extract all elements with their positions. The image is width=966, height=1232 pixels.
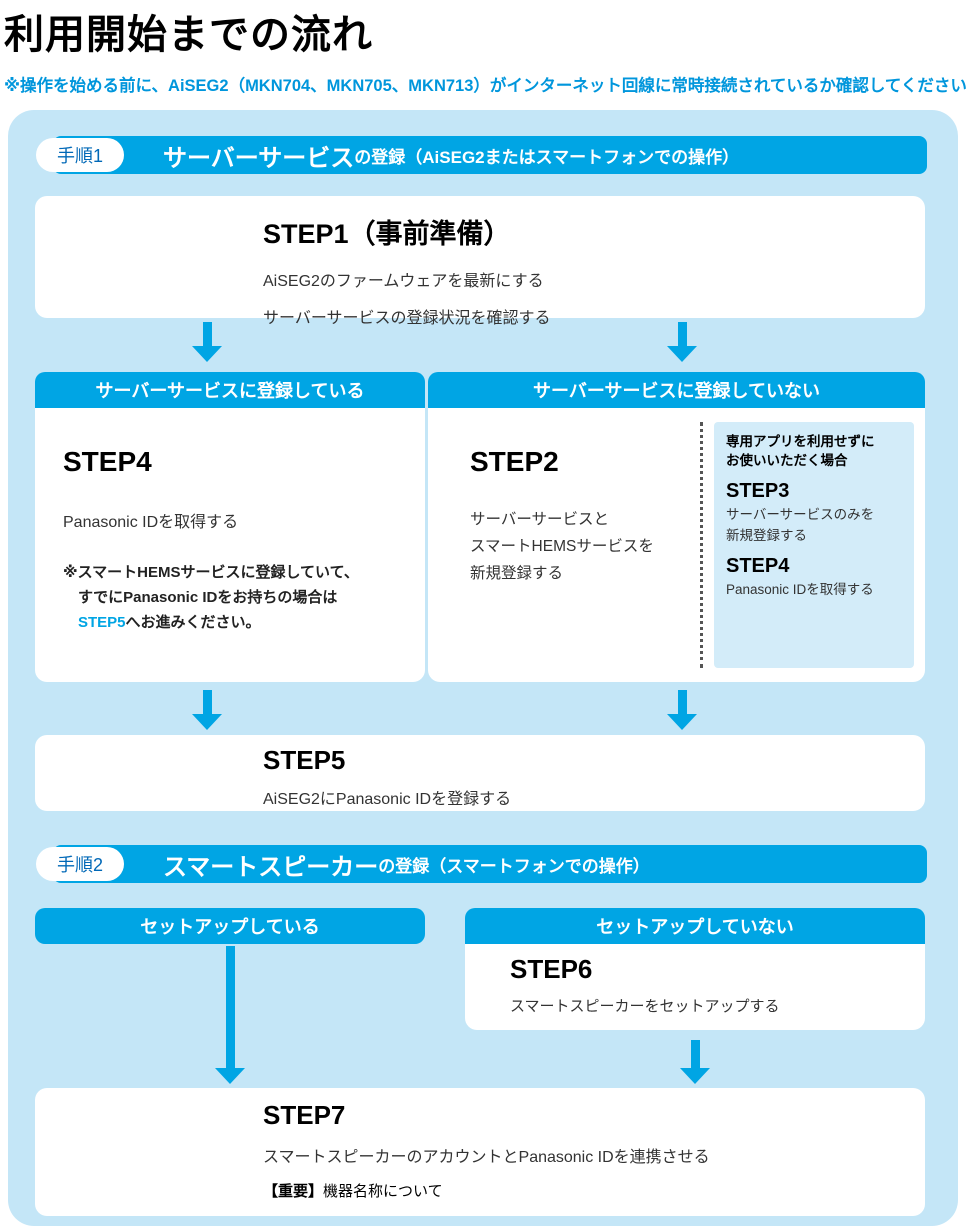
step1-box: STEP1（事前準備） AiSEG2のファームウェアを最新にする サーバーサービ… bbox=[35, 196, 925, 327]
step5-box: STEP5 AiSEG2にPanasonic IDを登録する bbox=[35, 735, 925, 811]
registered-note: ※スマートHEMSサービスに登録していて、 すでにPanasonic IDをお持… bbox=[63, 560, 359, 635]
arrow-stem bbox=[677, 690, 687, 714]
step2-title: STEP2 bbox=[470, 446, 559, 477]
down-arrow bbox=[680, 1040, 710, 1084]
step6-box: STEP6 スマートスピーカーをセットアップする bbox=[465, 944, 925, 1030]
step5-link[interactable]: STEP5 bbox=[78, 614, 126, 631]
arrow-head bbox=[667, 714, 697, 730]
step5-title: STEP5 bbox=[263, 745, 346, 775]
arrow-stem bbox=[202, 322, 212, 346]
step7-box: STEP7 スマートスピーカーのアカウントとPanasonic IDを連携させる… bbox=[35, 1088, 925, 1216]
arrow-head bbox=[667, 346, 697, 362]
step4-title: STEP4 bbox=[63, 446, 152, 477]
setup-done-header: セットアップしている bbox=[35, 908, 425, 944]
arrow-head bbox=[680, 1068, 710, 1084]
step6-desc: スマートスピーカーをセットアップする bbox=[510, 998, 780, 1015]
down-arrow bbox=[192, 322, 222, 362]
arrow-head bbox=[192, 346, 222, 362]
not-registered-box: STEP2 サーバーサービスと スマートHEMSサービスを 新規登録する 専用ア… bbox=[428, 408, 925, 682]
important-text: 機器名称について bbox=[323, 1183, 443, 1200]
procedure1-title-suffix: の登録（AiSEG2またはスマートフォンでの操作） bbox=[354, 147, 740, 167]
arrow-head bbox=[192, 714, 222, 730]
arrow-stem bbox=[225, 946, 235, 1068]
step4-desc: Panasonic IDを取得する bbox=[63, 514, 239, 531]
step6-title: STEP6 bbox=[510, 954, 593, 984]
step1-line: サーバーサービスの登録状況を確認する bbox=[263, 310, 551, 327]
arrow-head bbox=[215, 1068, 245, 1084]
step7-desc: スマートスピーカーのアカウントとPanasonic IDを連携させる bbox=[263, 1149, 710, 1166]
down-arrow bbox=[667, 322, 697, 362]
procedure1-title: サーバーサービス bbox=[163, 144, 355, 172]
step3-desc-line: サーバーサービスのみを bbox=[726, 507, 875, 522]
note-line: STEP5へお進みください。 bbox=[63, 610, 359, 635]
important-label: 【重要】 bbox=[263, 1183, 324, 1200]
registered-header: サーバーサービスに登録している bbox=[35, 372, 425, 408]
side-box-title-line: お使いいただく場合 bbox=[726, 453, 848, 468]
no-app-side-box: 専用アプリを利用せずに お使いいただく場合 STEP3 サーバーサービスのみを … bbox=[714, 422, 914, 668]
procedure1-header-bar: サーバーサービス の登録（AiSEG2またはスマートフォンでの操作） bbox=[53, 136, 927, 174]
flow-panel: サーバーサービス の登録（AiSEG2またはスマートフォンでの操作） 手順1 S… bbox=[8, 110, 958, 1226]
registered-box: STEP4 Panasonic IDを取得する ※スマートHEMSサービスに登録… bbox=[35, 408, 425, 682]
step1-title: STEP1（事前準備） bbox=[263, 219, 511, 249]
step2-desc: サーバーサービスと スマートHEMSサービスを 新規登録する bbox=[470, 506, 654, 587]
procedure2-title: スマートスピーカー bbox=[163, 853, 379, 881]
step3-title: STEP3 bbox=[726, 480, 790, 502]
dotted-divider bbox=[700, 422, 703, 668]
step3-desc-line: 新規登録する bbox=[726, 528, 807, 543]
procedure1-badge: 手順1 bbox=[36, 138, 124, 172]
note-line: すでにPanasonic IDをお持ちの場合は bbox=[78, 589, 338, 606]
procedure2-header-bar: スマートスピーカー の登録（スマートフォンでの操作） bbox=[53, 845, 927, 883]
down-arrow bbox=[215, 946, 245, 1084]
note-tail: へお進みください。 bbox=[125, 614, 261, 631]
procedure2-title-suffix: の登録（スマートフォンでの操作） bbox=[378, 856, 650, 876]
page-title: 利用開始までの流れ bbox=[4, 13, 373, 57]
not-registered-header: サーバーサービスに登録していない bbox=[428, 372, 925, 408]
side-box-title-line: 専用アプリを利用せずに bbox=[726, 434, 875, 449]
step2-desc-line: スマートHEMSサービスを bbox=[470, 538, 654, 555]
step4-side-desc: Panasonic IDを取得する bbox=[726, 582, 874, 597]
step2-desc-line: サーバーサービスと bbox=[470, 511, 610, 528]
step5-desc: AiSEG2にPanasonic IDを登録する bbox=[263, 791, 512, 808]
procedure2-badge: 手順2 bbox=[36, 847, 124, 881]
arrow-stem bbox=[690, 1040, 700, 1068]
down-arrow bbox=[192, 690, 222, 730]
arrow-stem bbox=[677, 322, 687, 346]
down-arrow bbox=[667, 690, 697, 730]
setup-not-done-header: セットアップしていない bbox=[465, 908, 925, 944]
page-note: ※操作を始める前に、AiSEG2（MKN704、MKN705、MKN713）がイ… bbox=[4, 77, 966, 95]
important-note: 【重要】機器名称について bbox=[263, 1180, 905, 1201]
step4-side-title: STEP4 bbox=[726, 555, 790, 577]
arrow-stem bbox=[202, 690, 212, 714]
note-line: ※スマートHEMSサービスに登録していて、 bbox=[63, 564, 359, 581]
step1-line: AiSEG2のファームウェアを最新にする bbox=[263, 273, 544, 290]
step7-title: STEP7 bbox=[263, 1100, 346, 1130]
step2-desc-line: 新規登録する bbox=[470, 565, 564, 582]
